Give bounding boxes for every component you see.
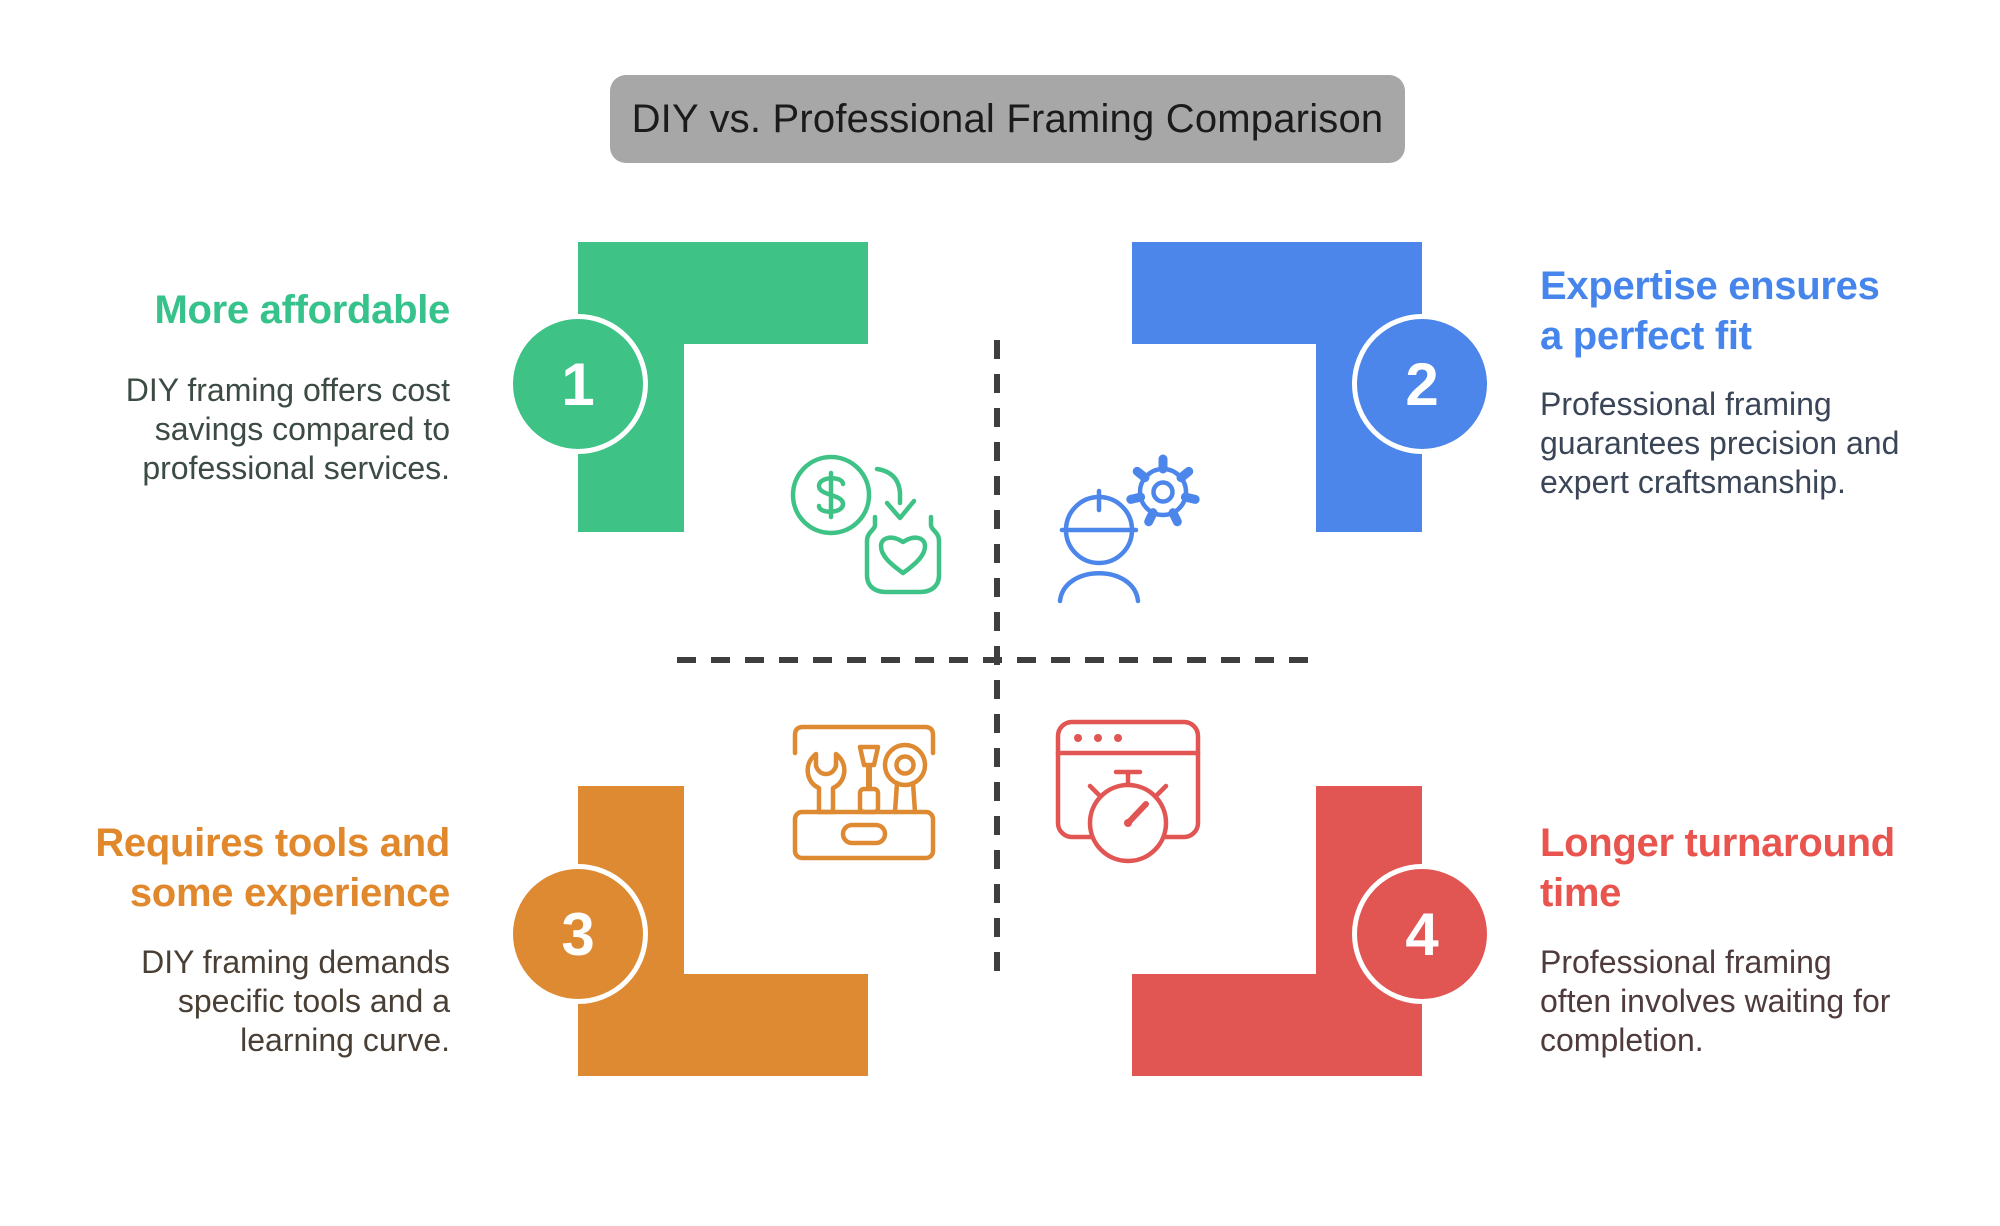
body-line: guarantees precision and — [1540, 425, 1900, 461]
body-line: Professional framing — [1540, 944, 1832, 980]
step-2-badge: 2 — [1352, 314, 1492, 454]
quadrant-3-heading: Requires tools and some experience — [95, 818, 450, 918]
page-title: DIY vs. Professional Framing Comparison — [631, 96, 1384, 141]
step-3-number: 3 — [561, 900, 595, 968]
quadrant-2-heading: Expertise ensures a perfect fit — [1540, 261, 1880, 361]
title-badge: DIY vs. Professional Framing Comparison — [610, 75, 1405, 163]
step-1-badge: 1 — [508, 314, 648, 454]
body-line: learning curve. — [240, 1022, 450, 1058]
quadrant-4-body: Professional framing often involves wait… — [1540, 943, 1890, 1060]
body-line: DIY framing offers cost — [125, 372, 450, 408]
vertical-dashed-divider — [994, 340, 1000, 983]
body-line: completion. — [1540, 1022, 1704, 1058]
step-2-number: 2 — [1405, 350, 1439, 418]
deadline-timer-icon — [1052, 716, 1202, 866]
heading-line: some experience — [129, 871, 450, 915]
heading-line: a perfect fit — [1540, 314, 1752, 358]
body-line: DIY framing demands — [141, 944, 450, 980]
engineer-gear-icon — [1050, 438, 1210, 608]
step-4-badge: 4 — [1352, 864, 1492, 1004]
quadrant-1-body: DIY framing offers cost savings compared… — [126, 371, 450, 488]
quadrant-4-heading: Longer turnaround time — [1540, 818, 1895, 918]
heading-line: Expertise ensures — [1540, 264, 1880, 308]
heading-line: Requires tools and — [95, 821, 450, 865]
body-line: expert craftsmanship. — [1540, 464, 1846, 500]
step-4-number: 4 — [1405, 900, 1439, 968]
quadrant-3-body: DIY framing demands specific tools and a… — [141, 943, 450, 1060]
body-line: Professional framing — [1540, 386, 1832, 422]
step-3-badge: 3 — [508, 864, 648, 1004]
heading-line: time — [1540, 871, 1622, 915]
quadrant-3-shape-bar — [578, 974, 868, 1076]
toolbox-icon — [788, 718, 938, 866]
heading-line: Longer turnaround — [1540, 821, 1895, 865]
body-line: often involves waiting for — [1540, 983, 1891, 1019]
body-line: savings compared to — [154, 411, 450, 447]
step-1-number: 1 — [561, 350, 595, 418]
quadrant-4-shape-bar — [1132, 974, 1422, 1076]
heading-line: More affordable — [154, 288, 450, 332]
quadrant-1-heading: More affordable — [154, 285, 450, 335]
body-line: professional services. — [142, 450, 450, 486]
money-savings-icon — [785, 445, 945, 605]
quadrant-2-body: Professional framing guarantees precisio… — [1540, 385, 1899, 502]
body-line: specific tools and a — [177, 983, 450, 1019]
